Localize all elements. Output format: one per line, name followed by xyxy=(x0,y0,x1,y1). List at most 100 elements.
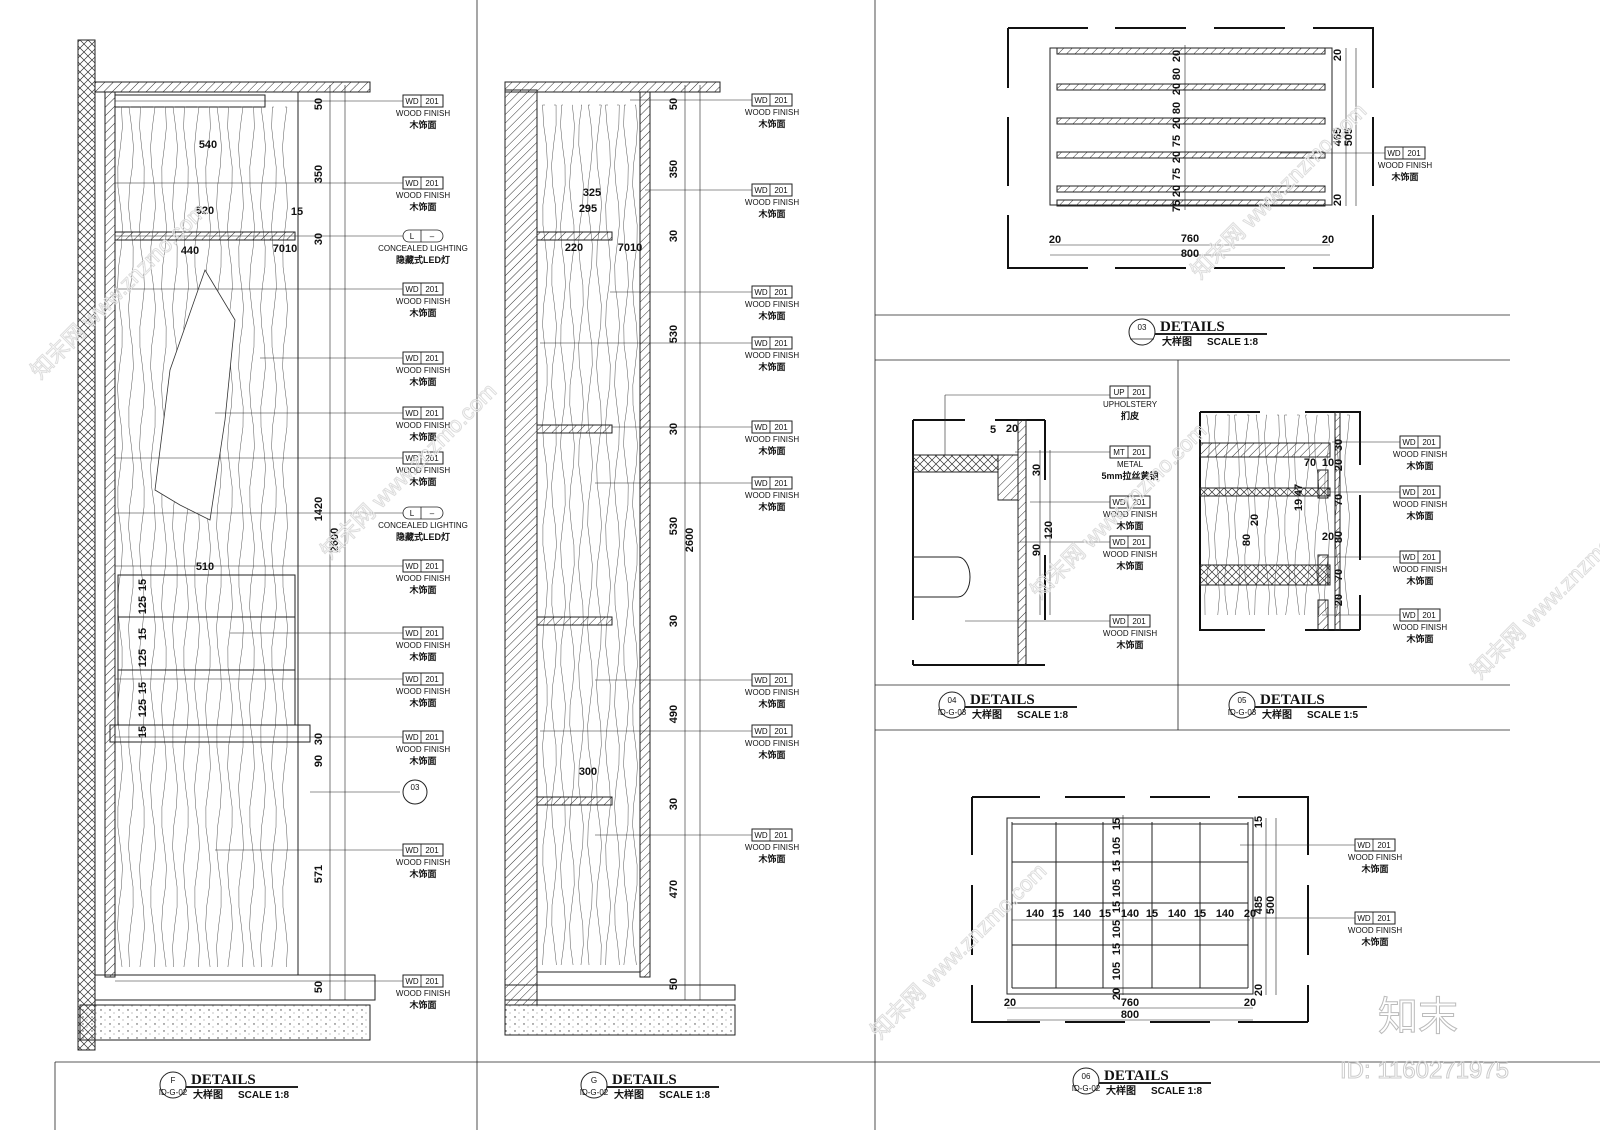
material-tag xyxy=(402,974,444,988)
dimension-label: 15 xyxy=(137,579,149,591)
material-tag xyxy=(402,626,444,640)
material-name-cn: 木饰面 xyxy=(757,445,785,456)
material-name-en: WOOD FINISH xyxy=(745,739,799,748)
wood-grain xyxy=(542,104,638,966)
dimension-label: 50 xyxy=(668,978,680,990)
edge-strip xyxy=(1317,554,1329,586)
dimension-label: 15 xyxy=(1111,818,1123,830)
dimension-label: 220 xyxy=(565,242,583,254)
material-name-en: WOOD FINISH xyxy=(1393,623,1447,632)
wall-hatch xyxy=(504,89,538,1006)
material-name-en: WOOD FINISH xyxy=(396,109,450,118)
material-code: WD xyxy=(405,179,419,188)
dimension-label: 30 xyxy=(668,230,680,242)
dimension-label: 30 xyxy=(668,798,680,810)
dimension-label: 15 xyxy=(1194,908,1206,920)
shelf-board xyxy=(1056,185,1326,193)
material-name-cn: 扪皮 xyxy=(1121,410,1140,421)
dimension-label: 300 xyxy=(579,766,597,778)
dimension-label: 350 xyxy=(313,165,325,183)
material-code: WD xyxy=(405,354,419,363)
dimension-label: 30 xyxy=(668,615,680,627)
detail-scale: SCALE 1:5 xyxy=(1307,710,1359,721)
material-code: UP xyxy=(1113,388,1124,397)
material-number: 201 xyxy=(774,676,788,685)
detail-number: 05 xyxy=(1238,696,1247,705)
dimension-label: 20 xyxy=(1004,997,1016,1009)
detail-bubble xyxy=(1228,691,1256,719)
sheet-reference: ID-G-02 xyxy=(1072,1084,1101,1093)
material-name-cn: 木饰面 xyxy=(757,208,785,219)
dimension-label: 70 xyxy=(1333,569,1345,581)
material-name-cn: 木饰面 xyxy=(408,868,436,879)
material-name-cn: 木饰面 xyxy=(757,361,785,372)
material-code: L xyxy=(410,509,415,518)
material-number: 201 xyxy=(425,675,439,684)
material-tag xyxy=(402,351,444,365)
shelf xyxy=(536,231,613,241)
material-code: WD xyxy=(754,831,768,840)
dimension-label: 20 xyxy=(1322,531,1334,543)
material-number: – xyxy=(430,509,435,518)
material-code: WD xyxy=(1357,841,1371,850)
material-number: 201 xyxy=(1422,488,1436,497)
material-tag xyxy=(402,730,444,744)
material-name-en: WOOD FINISH xyxy=(745,351,799,360)
material-tag xyxy=(751,285,793,299)
material-name-cn: 木饰面 xyxy=(408,476,436,487)
material-number: 201 xyxy=(1422,611,1436,620)
dimension-label: 760 xyxy=(1121,997,1139,1009)
material-tag xyxy=(402,451,444,465)
dimension-label: 325 xyxy=(583,187,601,199)
shelf xyxy=(536,796,613,806)
material-name-en: WOOD FINISH xyxy=(396,989,450,998)
material-code: MT xyxy=(1113,448,1125,457)
material-tag xyxy=(751,673,793,687)
dimension-label: 295 xyxy=(579,203,597,215)
dimension-label: 20 xyxy=(1111,988,1123,1000)
dimension-label: 30 xyxy=(313,233,325,245)
detail-number: G xyxy=(591,1076,597,1085)
dimension-label: 50 xyxy=(313,981,325,993)
material-name-en: CONCEALED LIGHTING xyxy=(378,521,468,530)
material-name-en: WOOD FINISH xyxy=(1348,926,1402,935)
material-code: WD xyxy=(754,727,768,736)
dimension-label: 571 xyxy=(313,865,325,883)
material-code: WD xyxy=(754,423,768,432)
material-tag xyxy=(1384,146,1426,160)
material-name-en: WOOD FINISH xyxy=(1103,510,1157,519)
shelf-board xyxy=(1056,83,1326,91)
dimension-label: 20 xyxy=(1322,234,1334,246)
dimension-label: 500 xyxy=(1265,896,1277,914)
watermark-site: 知末网 www.znzmo.com xyxy=(1466,498,1600,683)
material-code: WD xyxy=(754,479,768,488)
overall-dimension: 2600 xyxy=(329,528,341,552)
material-number: 201 xyxy=(774,288,788,297)
dimension-label: 510 xyxy=(196,561,214,573)
wood-block xyxy=(997,454,1019,501)
material-name-cn: 木饰面 xyxy=(408,307,436,318)
material-number: 201 xyxy=(425,354,439,363)
shelf-low xyxy=(1199,564,1331,586)
material-code: WD xyxy=(1387,149,1401,158)
material-name-en: WOOD FINISH xyxy=(1103,629,1157,638)
dimension-label: 20 xyxy=(1049,234,1061,246)
material-code: WD xyxy=(405,562,419,571)
dimension-label: 20 xyxy=(1333,459,1345,471)
material-name-en: WOOD FINISH xyxy=(745,843,799,852)
material-tag xyxy=(1354,911,1396,925)
material-number: 201 xyxy=(774,186,788,195)
